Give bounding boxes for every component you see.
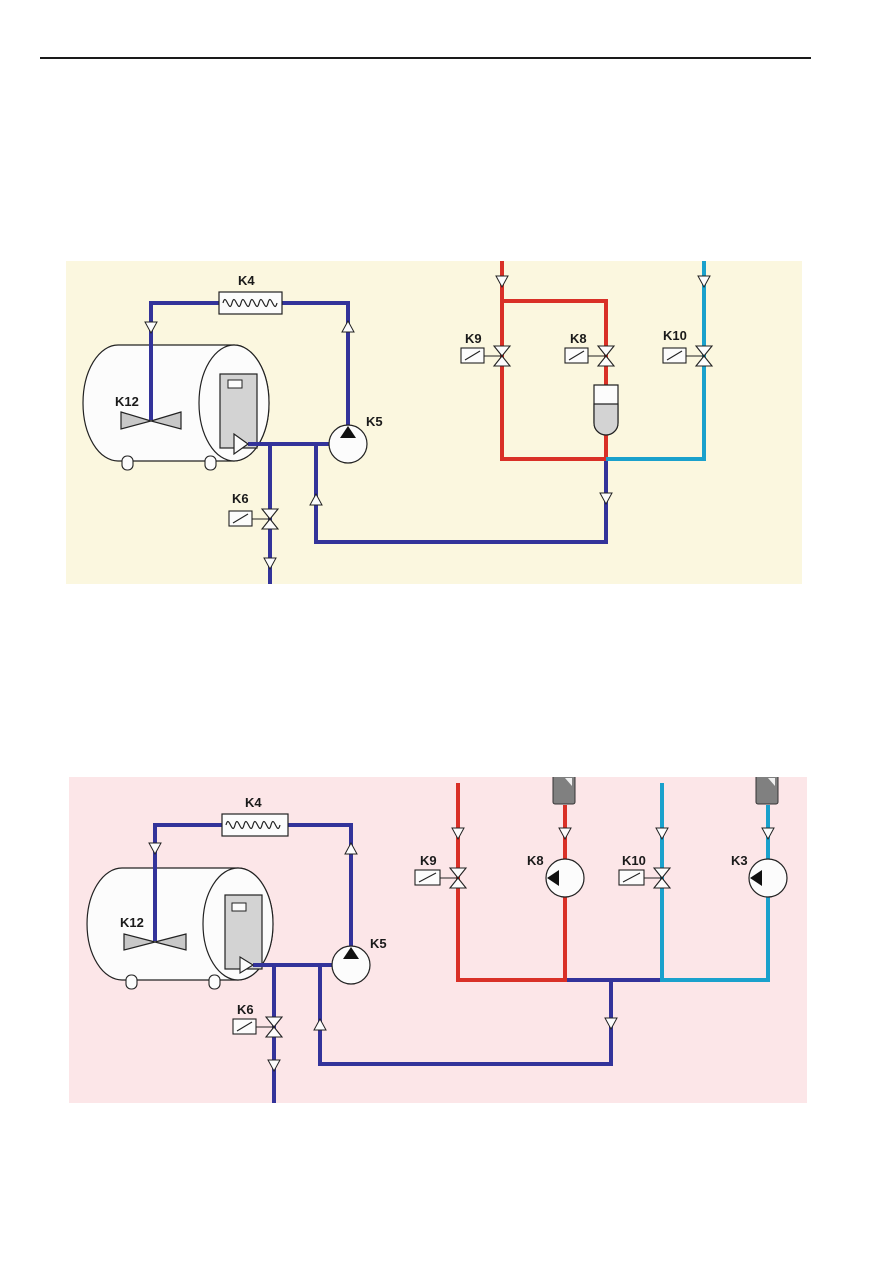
label-k6: K6 bbox=[237, 1002, 254, 1017]
canister-icon bbox=[756, 777, 778, 804]
header-rule bbox=[40, 57, 811, 59]
valve-k10 bbox=[619, 868, 670, 888]
label-k4: K4 bbox=[238, 273, 255, 288]
label-k5: K5 bbox=[366, 414, 383, 429]
tank-foot bbox=[209, 975, 220, 989]
tank-foot bbox=[122, 456, 133, 470]
pump-k5 bbox=[329, 425, 367, 463]
valve-k9 bbox=[415, 868, 466, 888]
insert-window bbox=[232, 903, 246, 911]
label-k8: K8 bbox=[570, 331, 587, 346]
label-k10: K10 bbox=[622, 853, 646, 868]
hydraulic-diagram-1: K4 K12 K5 K6 K9 K8 K10 bbox=[66, 261, 802, 584]
tank-foot bbox=[126, 975, 137, 989]
label-k3: K3 bbox=[731, 853, 748, 868]
label-k5: K5 bbox=[370, 936, 387, 951]
label-k8: K8 bbox=[527, 853, 544, 868]
canister-icon bbox=[553, 777, 575, 804]
pump-k5 bbox=[332, 946, 370, 984]
label-k9: K9 bbox=[420, 853, 437, 868]
pump-k8 bbox=[546, 859, 584, 897]
hydraulic-diagram-2: K4 K12 K5 K6 K9 K8 K10 K3 bbox=[69, 777, 807, 1103]
tank bbox=[87, 868, 273, 989]
heater-k4 bbox=[222, 814, 288, 836]
tank-foot bbox=[205, 456, 216, 470]
label-k10: K10 bbox=[663, 328, 687, 343]
label-k6: K6 bbox=[232, 491, 249, 506]
label-k12: K12 bbox=[120, 915, 144, 930]
tank bbox=[83, 345, 269, 470]
label-k12: K12 bbox=[115, 394, 139, 409]
label-k9: K9 bbox=[465, 331, 482, 346]
heater-k4 bbox=[219, 292, 282, 314]
insert-window bbox=[228, 380, 242, 388]
dosing-vessel bbox=[594, 385, 618, 435]
pump-k3 bbox=[749, 859, 787, 897]
label-k4: K4 bbox=[245, 795, 262, 810]
